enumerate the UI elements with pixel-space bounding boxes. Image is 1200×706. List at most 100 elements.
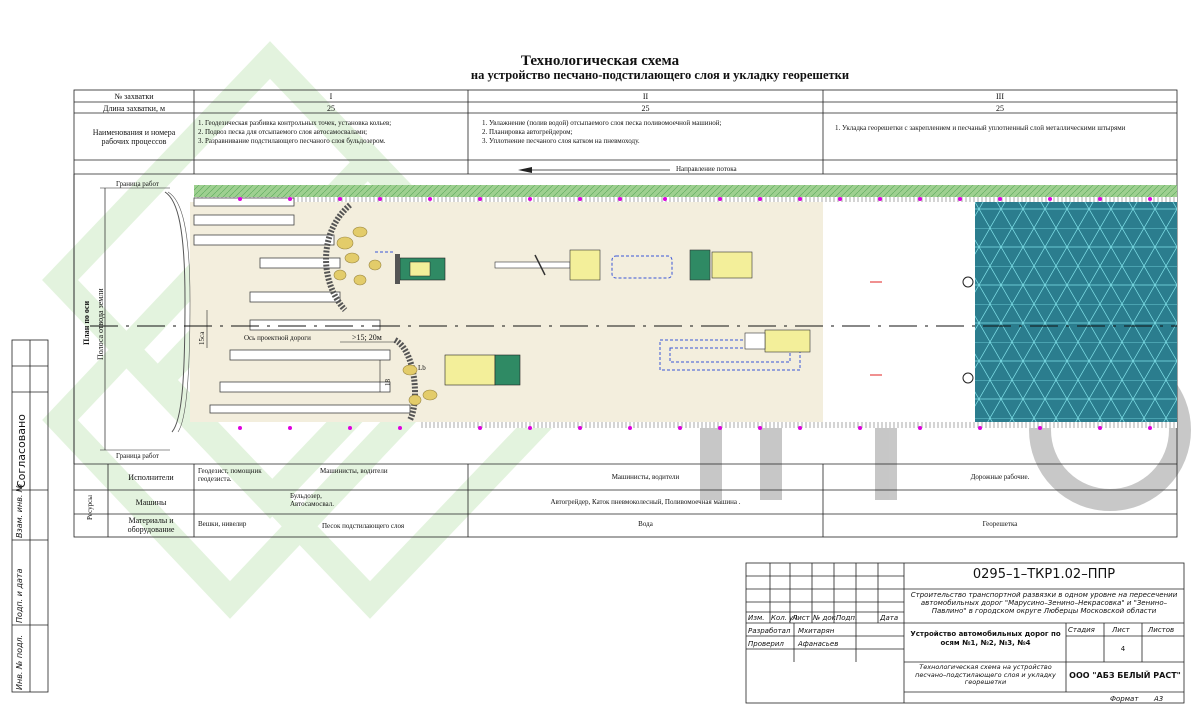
stamp-format-label: Формат	[1110, 695, 1139, 703]
marker-dot	[958, 197, 962, 201]
res-r3-c3: Георешетка	[982, 520, 1018, 528]
marker-dot	[1048, 197, 1052, 201]
work-border-bottom: Граница работ	[116, 452, 159, 460]
capture-1-num: I	[329, 92, 333, 101]
marker-dot	[758, 426, 762, 430]
marker-dot	[1038, 426, 1042, 430]
curb-bottom	[420, 422, 1177, 428]
marker-dot	[718, 197, 722, 201]
res-r3-c1b: Песок подстилающего слоя	[322, 522, 405, 530]
grass-strip-top	[194, 185, 1177, 197]
stamp-col-doc: № док.	[813, 614, 839, 622]
marker-dot	[1148, 197, 1152, 201]
stamp-developed-name: Мхитарян	[798, 627, 835, 635]
res-row-2-label: Машины	[135, 498, 167, 507]
capture-2-num: II	[642, 92, 649, 101]
stamp-col-sign: Подп.	[836, 614, 858, 622]
marker-dot	[998, 197, 1002, 201]
stamp-developed-role: Разработал	[748, 627, 791, 635]
marker-dot	[578, 426, 582, 430]
label-process: Наименования и номера рабочих процессов	[92, 128, 176, 146]
dump-truck	[444, 354, 521, 386]
work-zone-3	[823, 202, 975, 422]
marker-dot	[478, 197, 482, 201]
marker-dot	[978, 426, 982, 430]
marker-dot	[288, 426, 292, 430]
work-border-top: Граница работ	[116, 180, 159, 188]
marker-dot	[428, 197, 432, 201]
pneumatic-roller	[689, 249, 753, 281]
marker-dot	[758, 197, 762, 201]
curb-top	[194, 197, 1177, 202]
marker-dot	[238, 426, 242, 430]
marker-dot	[348, 426, 352, 430]
title-main: Технологическая схема	[520, 53, 680, 69]
stamp-sheet-title: Технологическая схема на устройство песч…	[915, 663, 1056, 686]
stamp-col-izm: Изм.	[748, 614, 765, 622]
marker-dot	[718, 426, 722, 430]
marker-dot	[1098, 426, 1102, 430]
marker-dot	[528, 197, 532, 201]
stamp-col-kol: Кол. уч	[771, 614, 798, 622]
capture-1-process-2: 2. Подвоз песка для отсыпаемого слоя авт…	[198, 128, 368, 136]
res-r1-c1b: Машинисты, водители	[320, 467, 388, 475]
marker-dot	[338, 197, 342, 201]
lb-label: Lb	[418, 364, 426, 372]
marker-dot	[918, 197, 922, 201]
motor-grader	[494, 249, 601, 281]
label-capture-len: Длина захватки, м	[102, 104, 165, 113]
stamp-checked-role: Проверил	[748, 640, 784, 648]
capture-1-len: 25	[327, 104, 335, 113]
marker-dot	[478, 426, 482, 430]
distance-label: >15; 20м	[352, 333, 382, 342]
marker-dot	[618, 197, 622, 201]
marker-dot	[378, 197, 382, 201]
res-row-1-label: Исполнители	[128, 473, 174, 482]
stamp-company: ООО "АБЗ БЕЛЫЙ РАСТ"	[1069, 671, 1181, 680]
stamp-col-date: Дата	[880, 614, 899, 622]
stamp-code: 0295–1–ТКР1.02–ППР	[972, 567, 1116, 582]
capture-1-process-1: 1. Геодезическая разбивка контрольных то…	[198, 119, 392, 127]
marker-dot	[288, 197, 292, 201]
res-r1-c3: Дорожные рабочие.	[970, 473, 1030, 481]
label-capture-no: № захватки	[114, 92, 154, 101]
marker-dot	[398, 426, 402, 430]
stamp-sheet-value: 4	[1120, 645, 1126, 653]
stamp-project: Строительство транспортной развязки в од…	[910, 591, 1178, 615]
stamp-sheets-label: Листов	[1148, 626, 1175, 634]
stamp-checked-name: Афанасьев	[798, 640, 839, 648]
flow-direction-label: Направление потока	[676, 165, 737, 173]
marker-dot	[858, 426, 862, 430]
marker-dot	[798, 426, 802, 430]
capture-3-process-1: 1. Укладка георешетки с закреплением и п…	[835, 124, 1126, 132]
axis-label: Ось проектной дороги	[244, 334, 311, 342]
capture-3-len: 25	[996, 104, 1004, 113]
stamp-sheet-label: Лист	[1112, 626, 1130, 634]
res-row-3-label: Материалы и оборудование	[127, 516, 175, 534]
title-sub: на устройство песчано-подстилающего слоя…	[470, 68, 850, 82]
capture-3-num: III	[996, 92, 1004, 101]
res-r2-c1b: Бульдозер, Автосамосвал.	[290, 492, 334, 508]
watering-machine	[744, 329, 811, 353]
marker-dot	[838, 197, 842, 201]
marker-dot	[1148, 426, 1152, 430]
stamp-col-list: Лист	[792, 614, 810, 622]
stamp-format-value: А3	[1154, 695, 1164, 703]
capture-2-process-3: 3. Уплотнение песчаного слоя катком на п…	[482, 137, 640, 145]
marker-dot	[628, 426, 632, 430]
marker-dot	[238, 197, 242, 201]
capture-2-process-2: 2. Планировка автогрейдером;	[482, 128, 573, 136]
marker-dot	[798, 197, 802, 201]
stamp-object: Устройство автомобильных дорог по осям №…	[910, 630, 1061, 647]
res-r2-c2: Автогрейдер, Каток пневмоколесный, Полив…	[550, 498, 741, 506]
res-r3-c2: Вода	[638, 520, 653, 528]
bulldozer	[395, 254, 446, 284]
res-r1-c1a: Геодезист, помощник геодезиста.	[198, 467, 262, 483]
capture-2-len: 25	[641, 104, 650, 113]
marker-dot	[678, 426, 682, 430]
geogrid-area	[975, 202, 1177, 422]
marker-dot	[918, 426, 922, 430]
